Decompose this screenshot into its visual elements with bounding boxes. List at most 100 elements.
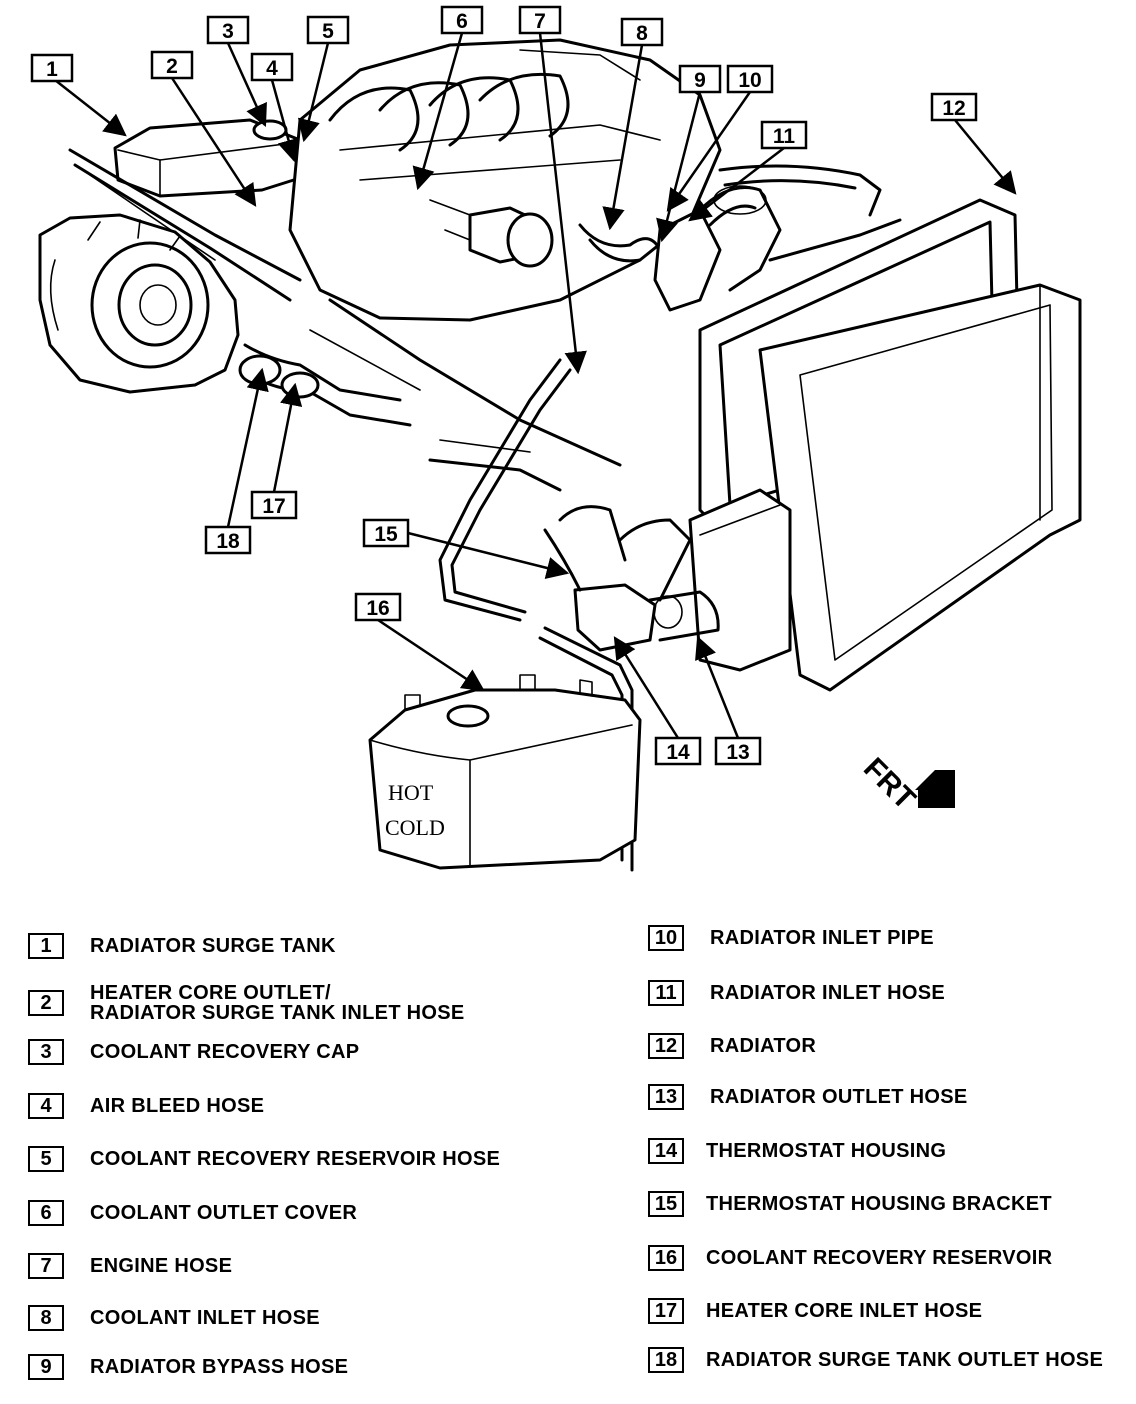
legend-num: 13 bbox=[648, 1084, 684, 1110]
legend-item-16: 16 COOLANT RECOVERY RESERVOIR bbox=[648, 1245, 1052, 1271]
legend-num: 6 bbox=[28, 1200, 64, 1226]
legend-label: COOLANT INLET HOSE bbox=[90, 1307, 320, 1329]
legend-num: 16 bbox=[648, 1245, 684, 1271]
legend-num: 11 bbox=[648, 980, 684, 1006]
front-marker-label: FRT bbox=[857, 752, 922, 817]
legend-label: THERMOSTAT HOUSING BRACKET bbox=[706, 1193, 1052, 1215]
heater-hoses bbox=[243, 343, 402, 402]
svg-text:15: 15 bbox=[374, 523, 398, 546]
callout-8: 8 bbox=[620, 17, 664, 47]
legend-item-8: 8 COOLANT INLET HOSE bbox=[28, 1305, 320, 1331]
svg-text:11: 11 bbox=[773, 125, 796, 148]
reservoir-cold-mark: COLD bbox=[385, 815, 445, 840]
legend-label: RADIATOR INLET HOSE bbox=[710, 982, 945, 1004]
legend-label-line1: HEATER CORE OUTLET/ bbox=[90, 982, 331, 1004]
legend-label: RADIATOR SURGE TANK bbox=[90, 935, 336, 957]
legend-item-1: 1 RADIATOR SURGE TANK bbox=[28, 933, 336, 959]
svg-text:8: 8 bbox=[636, 22, 648, 45]
legend-label-multiline: HEATER CORE OUTLET/ RADIATOR SURGE TANK … bbox=[90, 983, 465, 1023]
legend-label: ENGINE HOSE bbox=[90, 1255, 233, 1277]
svg-text:4: 4 bbox=[266, 57, 278, 80]
legend-label: THERMOSTAT HOUSING bbox=[706, 1140, 947, 1162]
legend-item-3: 3 COOLANT RECOVERY CAP bbox=[28, 1039, 359, 1065]
thermostat-housing bbox=[573, 583, 657, 652]
svg-text:12: 12 bbox=[942, 97, 965, 120]
legend-num: 14 bbox=[648, 1138, 684, 1164]
reservoir-hot-mark: HOT bbox=[388, 780, 434, 805]
callout-7: 7 bbox=[518, 5, 562, 35]
coolant-recovery-reservoir bbox=[368, 688, 642, 870]
legend-item-12: 12 RADIATOR bbox=[648, 1033, 816, 1059]
legend-item-11: 11 RADIATOR INLET HOSE bbox=[648, 980, 945, 1006]
svg-text:14: 14 bbox=[666, 741, 690, 764]
svg-text:5: 5 bbox=[322, 20, 334, 43]
svg-text:16: 16 bbox=[366, 597, 389, 620]
legend-item-18: 18 RADIATOR SURGE TANK OUTLET HOSE bbox=[648, 1347, 1103, 1373]
legend-label: RADIATOR BYPASS HOSE bbox=[90, 1356, 349, 1378]
legend-num: 8 bbox=[28, 1305, 64, 1331]
legend-item-4: 4 AIR BLEED HOSE bbox=[28, 1093, 264, 1119]
legend-num: 5 bbox=[28, 1146, 64, 1172]
callout-5: 5 bbox=[306, 15, 350, 45]
legend-num: 7 bbox=[28, 1253, 64, 1279]
svg-text:3: 3 bbox=[222, 20, 234, 43]
svg-text:2: 2 bbox=[166, 55, 178, 78]
callouts: 1 2 3 4 5 6 7 8 9 10 11 12 13 14 15 16 1… bbox=[30, 5, 978, 766]
legend-num: 3 bbox=[28, 1039, 64, 1065]
legend-label: RADIATOR INLET PIPE bbox=[710, 927, 934, 949]
svg-text:18: 18 bbox=[216, 530, 240, 553]
legend-item-6: 6 COOLANT OUTLET COVER bbox=[28, 1200, 357, 1226]
leader-lines bbox=[54, 32, 1017, 739]
legend-label: RADIATOR SURGE TANK OUTLET HOSE bbox=[706, 1349, 1104, 1371]
callout-1: 1 bbox=[30, 53, 74, 83]
legend-label: COOLANT RECOVERY RESERVOIR HOSE bbox=[90, 1148, 501, 1170]
legend-item-9: 9 RADIATOR BYPASS HOSE bbox=[28, 1354, 348, 1380]
legend-label: AIR BLEED HOSE bbox=[90, 1095, 265, 1117]
legend-item-7: 7 ENGINE HOSE bbox=[28, 1253, 232, 1279]
legend-item-2: 2 HEATER CORE OUTLET/ RADIATOR SURGE TAN… bbox=[28, 983, 465, 1023]
legend-label: RADIATOR bbox=[710, 1035, 817, 1057]
legend-num: 12 bbox=[648, 1033, 684, 1059]
callout-16: 16 bbox=[354, 592, 402, 622]
legend-label: COOLANT RECOVERY RESERVOIR bbox=[706, 1247, 1053, 1269]
callout-18: 18 bbox=[204, 525, 252, 555]
callout-9: 9 bbox=[678, 64, 722, 94]
legend-item-5: 5 COOLANT RECOVERY RESERVOIR HOSE bbox=[28, 1146, 500, 1172]
legend-num: 15 bbox=[648, 1191, 684, 1217]
engine-cooling-illustration: HOT COLD FRT bbox=[30, 5, 1082, 872]
callout-14: 14 bbox=[654, 736, 702, 766]
legend-num: 1 bbox=[28, 933, 64, 959]
svg-text:13: 13 bbox=[726, 741, 749, 764]
callout-15: 15 bbox=[362, 518, 410, 548]
arrow-down-right-icon bbox=[915, 770, 955, 808]
legend-label: RADIATOR OUTLET HOSE bbox=[710, 1086, 968, 1108]
callout-6: 6 bbox=[440, 5, 484, 35]
legend-num: 9 bbox=[28, 1354, 64, 1380]
legend-num: 18 bbox=[648, 1347, 684, 1373]
legend-label: HEATER CORE INLET HOSE bbox=[706, 1300, 983, 1322]
svg-text:7: 7 bbox=[534, 10, 546, 33]
callout-10: 10 bbox=[726, 64, 774, 94]
svg-text:1: 1 bbox=[46, 58, 58, 81]
callout-2: 2 bbox=[150, 50, 194, 80]
callout-17: 17 bbox=[250, 490, 298, 520]
legend-item-10: 10 RADIATOR INLET PIPE bbox=[648, 925, 934, 951]
callout-11: 11 bbox=[760, 120, 808, 150]
legend-label: COOLANT OUTLET COVER bbox=[90, 1202, 358, 1224]
legend-num: 17 bbox=[648, 1298, 684, 1324]
legend-num: 10 bbox=[648, 925, 684, 951]
svg-text:6: 6 bbox=[456, 10, 468, 33]
legend-num: 4 bbox=[28, 1093, 64, 1119]
legend-item-15: 15 THERMOSTAT HOUSING BRACKET bbox=[648, 1191, 1052, 1217]
legend-item-14: 14 THERMOSTAT HOUSING bbox=[648, 1138, 946, 1164]
callout-13: 13 bbox=[714, 736, 762, 766]
callout-4: 4 bbox=[250, 52, 294, 82]
legend-label: COOLANT RECOVERY CAP bbox=[90, 1041, 360, 1063]
front-marker: FRT bbox=[857, 752, 955, 817]
callout-3: 3 bbox=[206, 15, 250, 45]
legend-item-17: 17 HEATER CORE INLET HOSE bbox=[648, 1298, 982, 1324]
callout-12: 12 bbox=[930, 92, 978, 122]
svg-text:17: 17 bbox=[262, 495, 285, 518]
legend-label-line2: RADIATOR SURGE TANK INLET HOSE bbox=[90, 1002, 465, 1024]
